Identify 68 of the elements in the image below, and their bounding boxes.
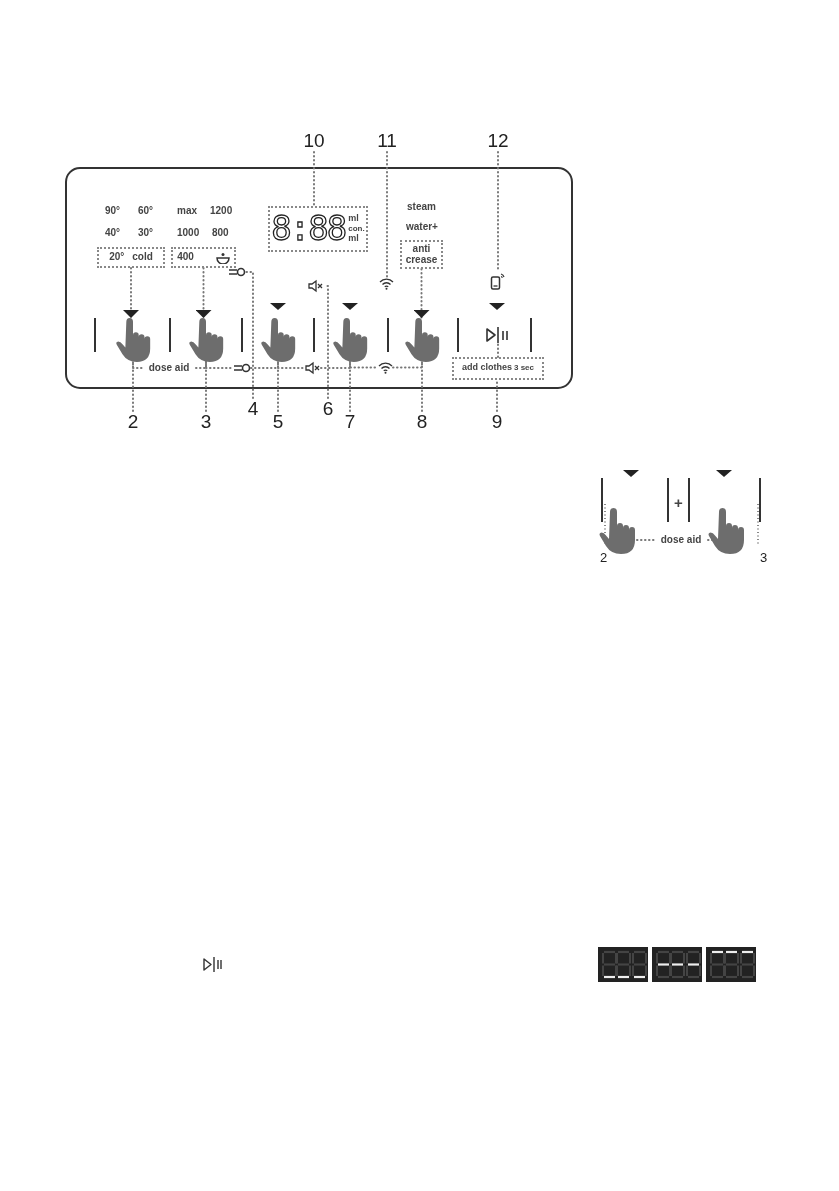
wifi-icon bbox=[378, 361, 393, 374]
leader-line bbox=[386, 151, 388, 278]
leader-line bbox=[132, 359, 134, 412]
callout-number: 7 bbox=[341, 411, 359, 433]
combo-label: dose aid bbox=[654, 533, 708, 547]
callout-number: 10 bbox=[300, 130, 328, 152]
mute-icon bbox=[308, 280, 324, 292]
unit-label: con. bbox=[348, 224, 365, 234]
leader-line bbox=[250, 359, 279, 369]
button-label: add clothes bbox=[461, 363, 512, 373]
hand-icon bbox=[597, 508, 637, 552]
button-label: 3 sec bbox=[514, 364, 534, 373]
setting-label: 800 bbox=[212, 227, 229, 238]
hand-icon bbox=[330, 318, 370, 360]
setting-label: 40° bbox=[105, 227, 121, 238]
leader-line bbox=[313, 151, 315, 207]
leader-line bbox=[496, 379, 498, 412]
indicator-arrow bbox=[123, 267, 139, 319]
leader-line bbox=[349, 359, 351, 412]
option-label: anti crease bbox=[404, 244, 439, 265]
callout-number: 11 bbox=[373, 130, 401, 152]
indicator-arrow bbox=[413, 268, 430, 319]
setting-label: 90° bbox=[105, 205, 121, 216]
leader-line bbox=[195, 359, 207, 369]
option-label: 20° bbox=[109, 252, 125, 263]
setting-label: 1000 bbox=[177, 227, 200, 238]
key-icon bbox=[228, 266, 246, 278]
unit-label: ml bbox=[348, 214, 359, 224]
option-label: 400 bbox=[177, 252, 194, 263]
indicator-arrow bbox=[195, 267, 212, 319]
hand-icon bbox=[402, 318, 442, 360]
setting-label: water+ bbox=[406, 221, 438, 232]
display-frame bbox=[268, 206, 368, 252]
hand-icon bbox=[186, 318, 226, 360]
mute-icon bbox=[305, 362, 321, 374]
leader-line bbox=[421, 359, 423, 412]
leader-line bbox=[245, 271, 254, 399]
display-digits: 8:88 bbox=[271, 211, 346, 247]
leader-line bbox=[320, 359, 351, 369]
setting-label: 30° bbox=[138, 227, 154, 238]
leader-line bbox=[497, 343, 499, 358]
combo-label: dose aid bbox=[142, 361, 196, 375]
option-frame bbox=[97, 247, 165, 268]
callout-number: 6 bbox=[319, 398, 337, 420]
hand-icon bbox=[706, 508, 746, 552]
setting-label: 2 bbox=[600, 550, 608, 565]
setting-label: steam bbox=[407, 201, 436, 212]
hand-icon bbox=[113, 318, 153, 360]
phone-icon bbox=[490, 272, 506, 290]
callout-number: 12 bbox=[484, 130, 512, 152]
wifi-icon bbox=[379, 277, 394, 290]
callout-number: 5 bbox=[269, 411, 287, 433]
option-frame bbox=[171, 247, 236, 268]
setting-label: 60° bbox=[138, 205, 154, 216]
callout-number: 3 bbox=[197, 411, 215, 433]
callout-number: 9 bbox=[488, 411, 506, 433]
option-frame bbox=[452, 357, 544, 380]
option-label: cold bbox=[132, 252, 153, 263]
callout-number: 2 bbox=[124, 411, 142, 433]
callout-number: 8 bbox=[413, 411, 431, 433]
unit-label: ml bbox=[348, 234, 359, 244]
setting-label: 3 bbox=[760, 550, 768, 565]
setting-label: max bbox=[177, 205, 197, 216]
key-icon bbox=[233, 362, 251, 374]
hand-icon bbox=[258, 318, 298, 360]
plus-sign: + bbox=[674, 494, 683, 511]
callout-number: 4 bbox=[244, 398, 262, 420]
setting-label: 1200 bbox=[210, 205, 233, 216]
